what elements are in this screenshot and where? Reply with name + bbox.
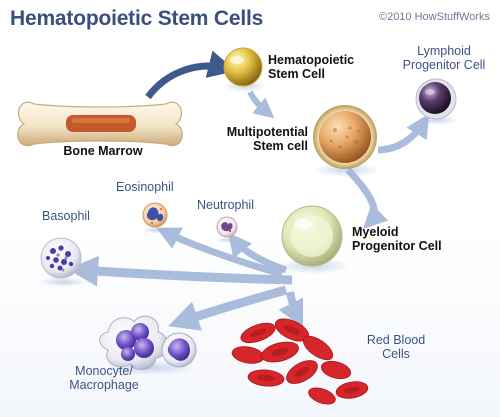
label-red-blood-cells: Red Blood Cells	[354, 333, 438, 361]
arrow-myeloid-to-monocyte	[168, 285, 288, 331]
arrow-bone-to-hsc	[145, 50, 237, 100]
eosinophil-illustration	[142, 202, 170, 234]
label-monocyte-line1: Monocyte/	[75, 364, 133, 378]
diagram-title: Hematopoietic Stem Cells	[10, 7, 264, 30]
arrow-hsc-to-multipotential	[247, 90, 275, 119]
arrow-myeloid-to-eosinophil	[156, 227, 283, 278]
lymphoid-progenitor-cell-illustration	[415, 78, 459, 125]
myeloid-progenitor-cell-illustration	[278, 205, 350, 274]
hematopoietic-stem-cell-illustration	[223, 47, 267, 92]
label-hsc-line1: Hematopoietic	[268, 53, 355, 67]
label-myeloid-line2: Progenitor Cell	[352, 239, 442, 253]
label-mpsc-line1: Multipotential	[226, 125, 308, 139]
label-lymphoid-progenitor-cell: Lymphoid Progenitor Cell	[388, 44, 500, 72]
label-myeloid-line1: Myeloid	[352, 225, 399, 239]
red-blood-cells-illustration	[231, 318, 369, 405]
label-monocyte-line2: Macrophage	[69, 378, 139, 392]
label-neutrophil: Neutrophil	[197, 198, 254, 212]
label-monocyte-macrophage: Monocyte/ Macrophage	[56, 364, 152, 392]
neutrophil-illustration	[215, 216, 239, 243]
label-bone-marrow: Bone Marrow	[63, 144, 143, 158]
arrow-multipotential-to-myeloid	[345, 167, 389, 229]
label-myeloid-progenitor-cell: Myeloid Progenitor Cell	[352, 225, 442, 253]
label-lymphoid-line1: Lymphoid	[417, 44, 471, 58]
bone-marrow-illustration	[17, 101, 183, 147]
label-rbc-line1: Red Blood	[366, 333, 426, 347]
label-mpsc-line2: Stem cell	[253, 139, 308, 153]
label-lymphoid-line2: Progenitor Cell	[402, 58, 486, 72]
copyright-notice: ©2010 HowStuffWorks	[378, 11, 490, 23]
multipotential-stem-cell-illustration	[312, 105, 380, 177]
label-hsc-line2: Stem Cell	[268, 67, 325, 81]
basophil-illustration	[39, 237, 87, 287]
arrow-multipotential-to-lymphoid	[377, 113, 430, 154]
label-eosinophil: Eosinophil	[116, 180, 174, 194]
label-multipotential-stem-cell: Multipotential Stem cell	[212, 125, 308, 153]
monocyte-macrophage-illustration	[99, 315, 197, 375]
arrow-myeloid-to-basophil	[67, 255, 293, 287]
label-rbc-line2: Cells	[382, 347, 410, 361]
label-basophil: Basophil	[42, 209, 90, 223]
label-hematopoietic-stem-cell: Hematopoietic Stem Cell	[268, 53, 354, 81]
arrow-myeloid-to-red-cells	[278, 291, 304, 329]
